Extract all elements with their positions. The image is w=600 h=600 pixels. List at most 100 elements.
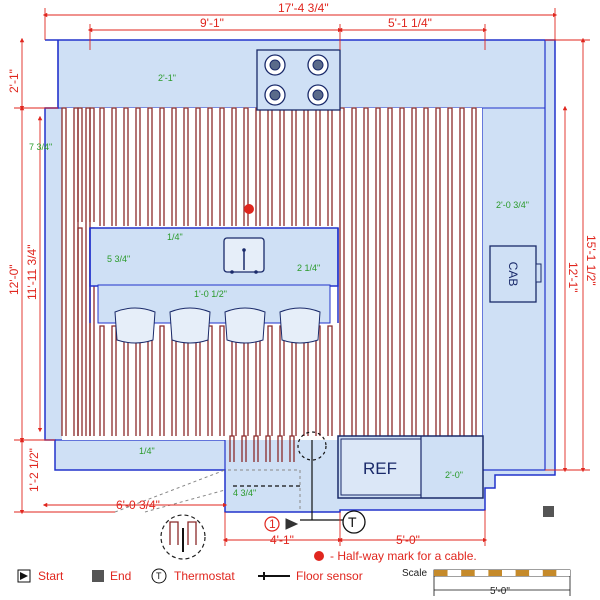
dim-ref-gap: 2'-0" <box>445 470 463 480</box>
cable-loop <box>243 107 249 226</box>
refrigerator: REF <box>337 435 484 499</box>
scale-value: 5'-0" <box>490 586 510 597</box>
cable-loop <box>147 107 153 226</box>
dim-right-total-height: 15'-1 1/2" <box>584 235 598 286</box>
cable-loop <box>265 435 271 462</box>
scale-segment <box>529 570 543 576</box>
dim-island-top: 1/4" <box>167 232 183 242</box>
cable-loop <box>159 325 165 436</box>
cable-loop <box>159 107 165 226</box>
burner-icon <box>264 54 286 76</box>
cable-loop <box>207 107 213 226</box>
burner-icon <box>264 84 286 106</box>
dim-door-gap: 4 3/4" <box>233 488 256 498</box>
cable-loop <box>289 435 295 462</box>
stool <box>114 307 156 344</box>
halfway-legend-dot <box>314 551 324 561</box>
legend: - Half-way mark for a cable. Start End T… <box>17 549 477 584</box>
cable-loop <box>73 107 79 436</box>
halfway-mark <box>244 204 254 214</box>
scale-segment <box>447 570 462 576</box>
stool <box>169 307 211 344</box>
outer-dimensions <box>14 8 590 546</box>
dim-left-inner-height: 11'-11 3/4" <box>25 245 39 300</box>
cooktop-icon <box>256 49 341 111</box>
cable-loop <box>471 107 477 436</box>
cable-loop <box>171 107 177 226</box>
dim-island-right: 2 1/4" <box>297 263 320 273</box>
cable-loop <box>207 325 213 436</box>
cable-loop <box>219 325 225 436</box>
scale-segment <box>556 570 570 576</box>
legend-end: End <box>110 569 131 583</box>
ref-label: REF <box>363 459 397 478</box>
dim-left-height: 12'-0" <box>7 264 21 295</box>
thermostat-legend-symbol: T <box>156 571 162 581</box>
start-marker: 1 <box>264 516 299 532</box>
cable-loop <box>339 107 345 436</box>
dimension-labels: 17'-4 3/4" 9'-1" 5'-1 1/4" 2'-1" 12'-0" … <box>7 1 598 547</box>
cable-loop <box>219 107 225 226</box>
cable-loop <box>459 107 465 436</box>
cable-loop <box>277 435 283 462</box>
scale-segment <box>488 570 502 576</box>
cable-loop <box>229 435 235 462</box>
detail-bubble <box>160 514 206 560</box>
burner-icon <box>307 84 329 106</box>
cable-loop <box>195 107 201 226</box>
cable-loop <box>363 107 369 436</box>
cable-loop <box>351 107 357 436</box>
cable-loop <box>183 107 189 226</box>
thermostat-symbol: T <box>348 514 357 530</box>
cable-loop <box>111 107 117 226</box>
legend-start: Start <box>38 569 64 583</box>
stool <box>279 307 321 344</box>
legend-halfway: - Half-way mark for a cable. <box>330 549 477 563</box>
end-marker <box>543 506 554 517</box>
dim-left-bottom: 1'-2 1/2" <box>27 448 41 492</box>
stool <box>224 307 266 344</box>
dim-right-width: 5'-1 1/4" <box>388 16 432 30</box>
dim-island-left: 5 3/4" <box>107 254 130 264</box>
thermostat-wiring <box>233 431 345 521</box>
start-legend-icon <box>17 569 31 583</box>
dim-bottom-gap: 1/4" <box>139 446 155 456</box>
cable-loop <box>423 107 429 436</box>
cable-loop <box>435 107 441 436</box>
cable-loop <box>241 435 247 462</box>
dim-bottom-mid: 4'-1" <box>270 533 294 547</box>
scale-segment <box>434 570 448 576</box>
sink-icon <box>223 237 265 274</box>
dim-left-gap: 7 3/4" <box>29 142 52 152</box>
dim-top-margin: 2'-1" <box>7 69 21 93</box>
cable-loop <box>267 325 273 436</box>
cable-loop <box>327 325 333 436</box>
cable-loop <box>375 107 381 436</box>
cable-loop <box>231 107 237 226</box>
burner-icon <box>307 54 329 76</box>
legend-thermostat: Thermostat <box>174 569 235 583</box>
cable-loop <box>99 325 105 436</box>
dim-left-width: 9'-1" <box>200 16 224 30</box>
thermostat-legend-icon <box>151 568 167 584</box>
thermostat-marker: T <box>342 510 366 534</box>
scale-bar: Scale 5'-0" <box>402 568 571 597</box>
dim-counter-gap: 2'-1" <box>158 73 176 83</box>
cable-loop <box>135 107 141 226</box>
cable-loop <box>253 435 259 462</box>
dim-right-gap: 2'-0 3/4" <box>496 200 529 210</box>
cable-loop <box>123 107 129 226</box>
scale-title: Scale <box>402 568 427 579</box>
cable-loop <box>99 107 105 226</box>
cable-loop <box>111 325 117 436</box>
dim-bottom-right: 5'-0" <box>396 533 420 547</box>
scale-segment <box>474 570 489 576</box>
dim-island-bottom: 1'-0 1/2" <box>194 289 227 299</box>
cabinet-label: CAB <box>506 262 520 287</box>
dim-bottom-left: 6'-0 3/4" <box>116 498 160 512</box>
scale-segment <box>515 570 530 576</box>
end-legend-icon <box>92 570 104 582</box>
legend-floor-sensor: Floor sensor <box>296 569 363 583</box>
dim-overall-width: 17'-4 3/4" <box>278 1 329 15</box>
cable-loop <box>399 107 405 436</box>
